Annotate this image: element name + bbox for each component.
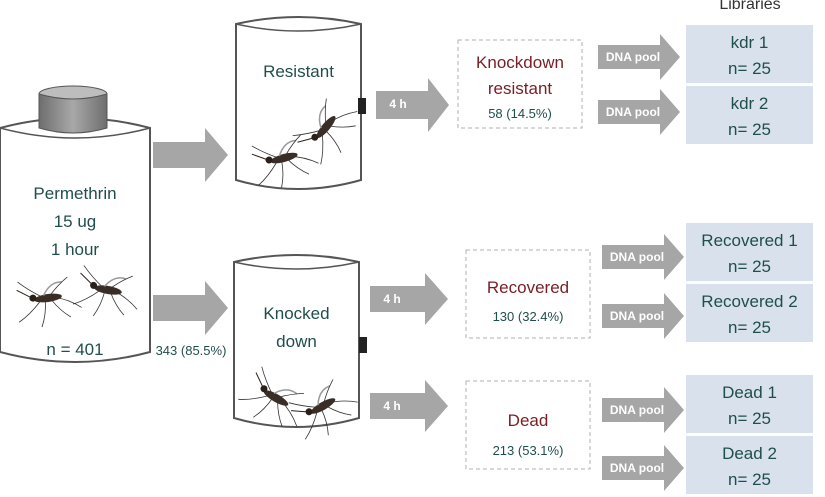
recovered-label: Recovered [486,278,570,297]
dna-pool-label-recovered1: DNA pool [609,250,665,264]
knockdown-resistant-box [457,39,583,129]
permethrin-label: Permethrin 15 ug 1 hour [0,180,150,264]
library-name: Recovered 2 [701,292,798,311]
dead-count: 213 (53.1%) [492,443,564,458]
arrow-to-resistant [153,128,228,182]
dna-pool-arrow-dead1 [602,387,684,433]
dna-pool-label-kdr2: DNA pool [605,105,661,119]
dna-pool-arrow-kdr2 [598,89,680,135]
dna-pool-arrow-recovered1 [602,234,684,280]
library-name: Dead 2 [722,444,777,463]
arrow-4h-recovered [370,273,448,325]
knocked-down-line2: down [276,332,317,351]
library-kdr2: kdr 2 n= 25 [686,91,813,143]
library-count: n= 25 [727,409,771,428]
knockdown-resistant-count: 58 (14.5%) [488,106,552,121]
recovered-box [465,249,591,339]
library-dead2: Dead 2 n= 25 [686,441,813,493]
library-kdr1: kdr 1 n= 25 [686,30,813,82]
library-box-dead2 [686,436,813,494]
dna-pool-label-kdr1: DNA pool [605,50,661,64]
dead-label: Dead [507,411,549,430]
arrow-to-knocked-down [153,281,228,335]
library-box-kdr1 [686,25,813,83]
knocked-down-line1: Knocked [263,304,330,323]
knockdown-resistant-line2: resistant [487,79,553,98]
library-name: Dead 1 [722,383,777,402]
duration-line: 1 hour [50,240,100,259]
arrow-4h-dead [370,380,448,432]
permethrin-line: Permethrin [33,184,117,203]
dna-pool-arrow-kdr1 [598,34,680,80]
source-count: n = 401 [46,340,104,359]
dna-pool-label-dead1: DNA pool [609,403,665,417]
arrow-4h-resistant [376,78,449,132]
library-box-recovered2 [686,284,813,342]
knockdown-resistant-line1: Knockdown [476,53,564,72]
library-count: n= 25 [727,257,771,276]
library-count: n= 25 [727,470,771,489]
library-box-recovered1 [686,223,813,281]
library-count: n= 25 [727,318,771,337]
library-name: kdr 1 [730,33,769,52]
library-recovered1: Recovered 1 n= 25 [686,228,813,280]
permethrin-jar [0,85,151,363]
dose-line: 15 ug [53,212,97,231]
interval-label-recovered: 4 h [383,292,401,306]
knocked-down-label: Knocked down [234,300,359,356]
dna-pool-arrow-dead2 [602,445,684,491]
library-count: n= 25 [727,59,771,78]
library-recovered2: Recovered 2 n= 25 [686,289,813,341]
library-count: n= 25 [727,120,771,139]
knocked-down-fraction: 343 (85.5%) [155,343,227,358]
library-box-dead1 [686,375,813,433]
dna-pool-arrow-recovered2 [602,293,684,339]
libraries-header: Libraries [719,0,781,13]
library-dead1: Dead 1 n= 25 [686,380,813,432]
interval-label-dead: 4 h [383,399,401,413]
resistant-jar [235,16,369,195]
library-name: kdr 2 [730,94,769,113]
resistant-label: Resistant [263,62,334,81]
knockdown-resistant-label: Knockdown resistant [458,50,582,102]
dna-pool-label-dead2: DNA pool [609,461,665,475]
library-name: Recovered 1 [701,231,798,250]
library-box-kdr2 [686,86,813,144]
interval-label-resistant: 4 h [389,97,407,111]
dead-box [465,380,591,470]
recovered-count: 130 (32.4%) [492,309,564,324]
knocked-down-jar [233,254,367,447]
dna-pool-label-recovered2: DNA pool [609,309,665,323]
